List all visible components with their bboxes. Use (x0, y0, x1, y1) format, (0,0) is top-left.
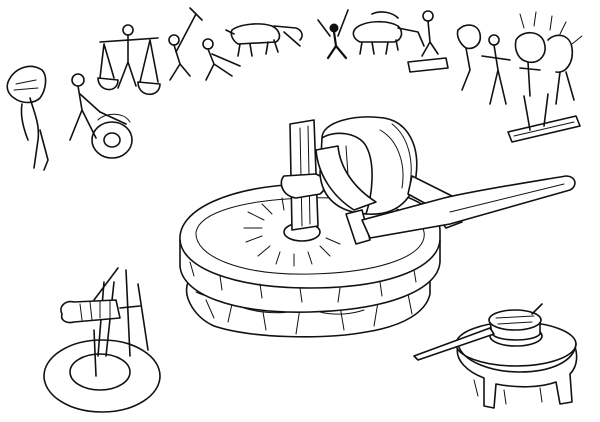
figure-running (317, 9, 349, 60)
figure-carrying-sack (6, 65, 49, 171)
figures-with-hoe (168, 7, 241, 81)
small-hand-mill (413, 303, 578, 409)
handle-beam (361, 175, 576, 239)
figure-with-cart (69, 73, 133, 159)
ox-ploughing (225, 23, 303, 57)
spinning-wheel-device (43, 267, 161, 413)
flour-radiating-lines (243, 197, 341, 267)
figure-with-yoke-baskets (97, 24, 161, 96)
ox-team-right (352, 10, 449, 73)
figures-pounding-grain (456, 11, 583, 143)
main-millstone (179, 116, 576, 338)
work-scene-frieze (6, 7, 583, 171)
